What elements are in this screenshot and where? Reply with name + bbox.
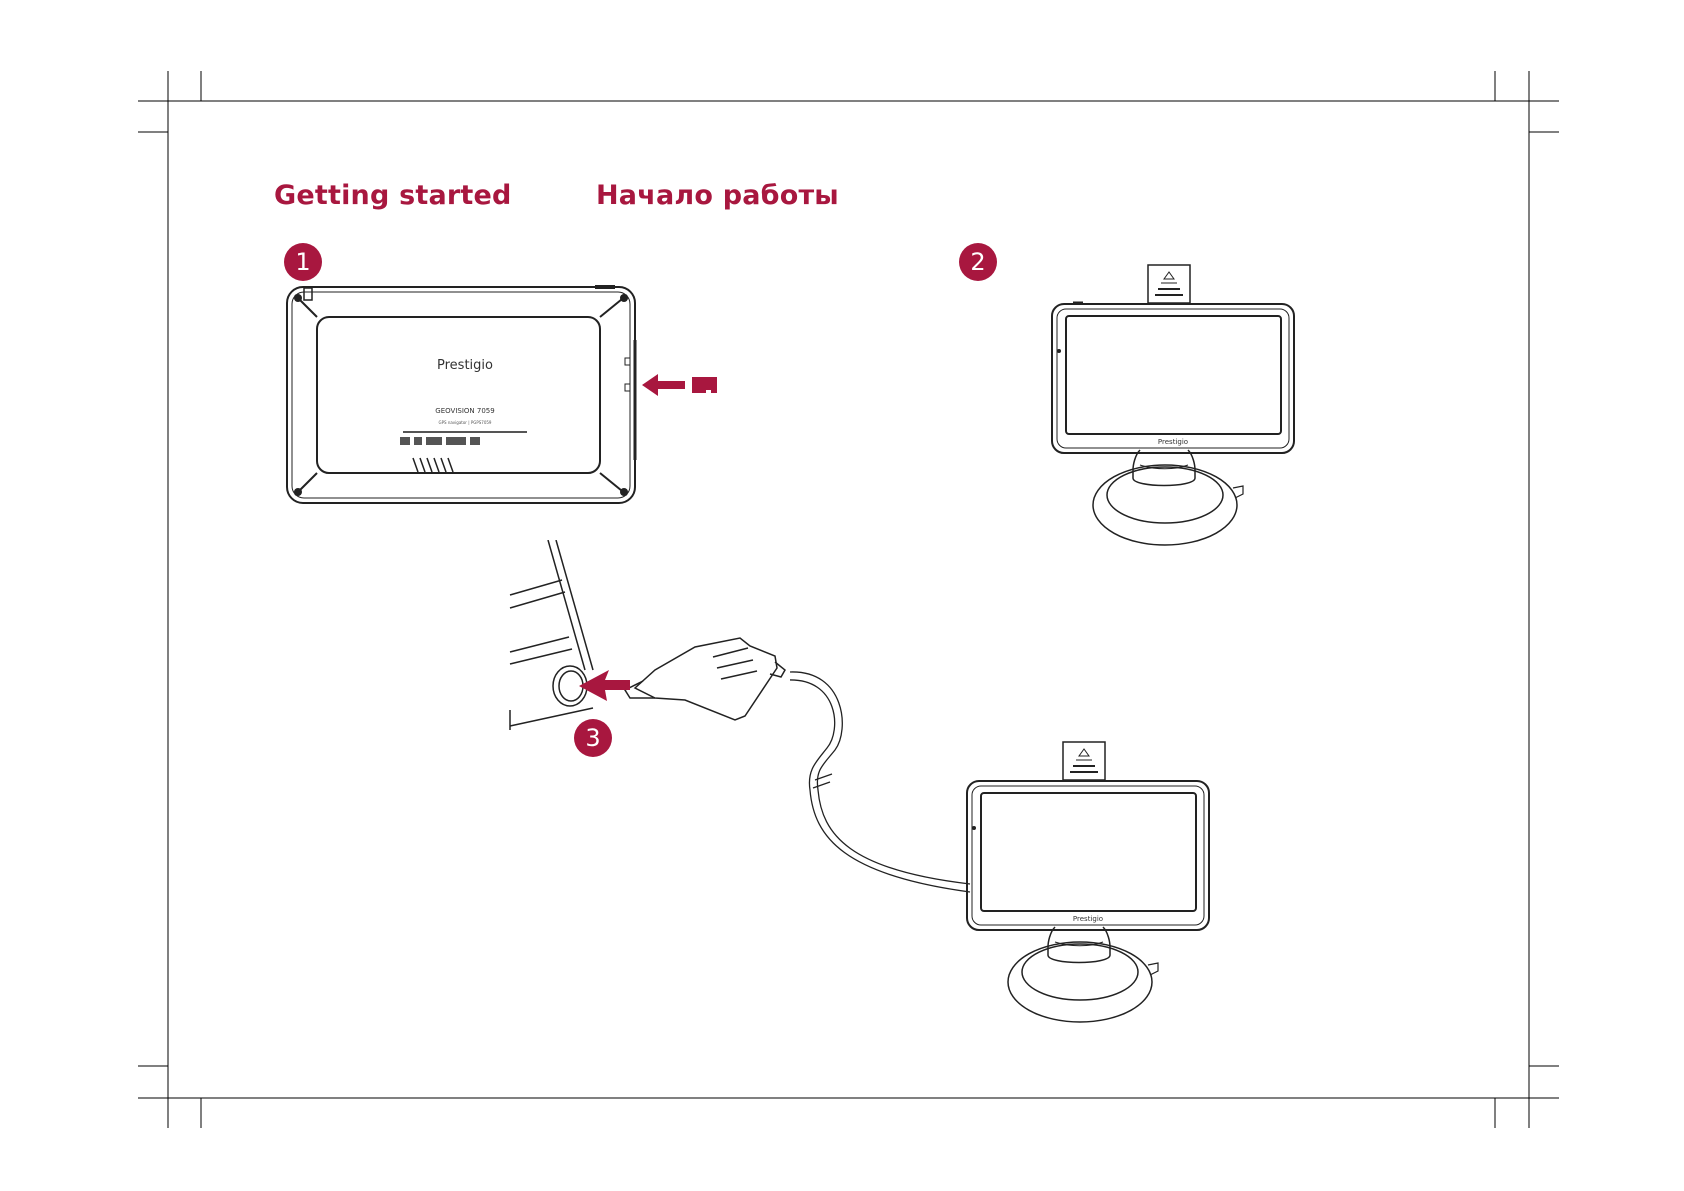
device-model-text: GEOVISION 7059: [435, 407, 494, 415]
trim-box: [167, 100, 1530, 1099]
certification-marks: [400, 431, 527, 445]
device-mounted-illustration: Prestigio: [1051, 264, 1295, 546]
car-charger-illustration: [509, 540, 786, 730]
plug-insert-arrow: [579, 670, 630, 701]
device-brand-text: Prestigio: [437, 358, 493, 373]
front-brand-text-top: Prestigio: [1158, 438, 1188, 446]
charger-cable: [790, 671, 971, 893]
device-back-illustration: Prestigio GEOVISION 7059 GPS navigator |…: [286, 285, 717, 504]
sd-insert-arrow: [642, 374, 685, 396]
device-connected-illustration: Prestigio: [966, 741, 1210, 1023]
step-badge-3: 3: [574, 719, 612, 757]
step-badge-1: 1: [284, 243, 322, 281]
microsd-card-icon: [692, 377, 717, 393]
heading-russian: Начало работы: [596, 180, 839, 211]
device-subtitle-text: GPS navigator | PGPS7059: [439, 420, 492, 425]
front-brand-text-bottom: Prestigio: [1073, 915, 1103, 923]
step-badge-2: 2: [959, 243, 997, 281]
heading-english: Getting started: [274, 180, 512, 211]
